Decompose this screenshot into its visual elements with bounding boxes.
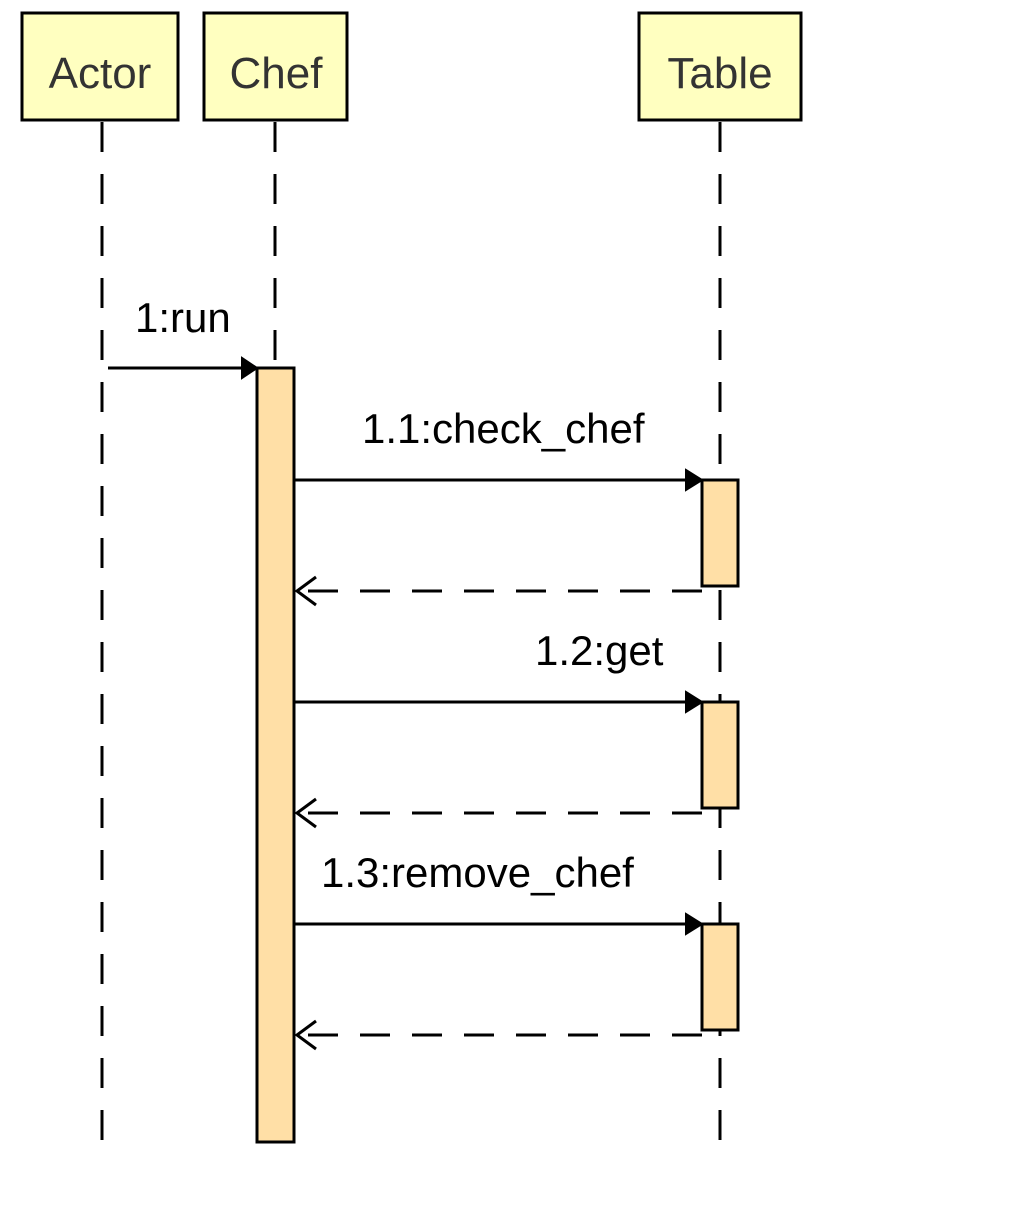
table-lifeline-header[interactable]: Table bbox=[637, 11, 803, 122]
table-activation-bar-1 bbox=[700, 478, 740, 588]
arrowhead-icon bbox=[685, 690, 704, 714]
message-remove-chef[interactable]: 1.3:remove_chef bbox=[294, 849, 704, 936]
table-activation-bar-2 bbox=[700, 700, 740, 810]
open-arrowhead-icon bbox=[294, 1019, 317, 1051]
return-check-chef[interactable] bbox=[294, 575, 702, 607]
actor-lifeline-header[interactable]: Actor bbox=[20, 11, 180, 122]
table-activation-bar-3 bbox=[700, 922, 740, 1032]
actor-label: Actor bbox=[49, 49, 152, 98]
message-get-label: 1.2:get bbox=[535, 627, 664, 674]
open-arrowhead-icon bbox=[294, 575, 317, 607]
message-run[interactable]: 1:run bbox=[108, 294, 259, 380]
message-remove-chef-label: 1.3:remove_chef bbox=[321, 849, 634, 896]
return-remove-chef[interactable] bbox=[294, 1019, 702, 1051]
message-run-label: 1:run bbox=[135, 294, 231, 341]
message-check-chef-label: 1.1:check_chef bbox=[362, 405, 645, 452]
table-label: Table bbox=[667, 49, 772, 98]
message-get[interactable]: 1.2:get bbox=[294, 627, 704, 714]
arrowhead-icon bbox=[685, 468, 704, 492]
chef-activation-bar bbox=[255, 366, 296, 1144]
arrowhead-icon bbox=[241, 356, 259, 380]
return-get[interactable] bbox=[294, 797, 702, 829]
chef-label: Chef bbox=[230, 49, 324, 98]
arrowhead-icon bbox=[685, 912, 704, 936]
open-arrowhead-icon bbox=[294, 797, 317, 829]
message-check-chef[interactable]: 1.1:check_chef bbox=[294, 405, 704, 492]
chef-lifeline-header[interactable]: Chef bbox=[202, 11, 349, 122]
